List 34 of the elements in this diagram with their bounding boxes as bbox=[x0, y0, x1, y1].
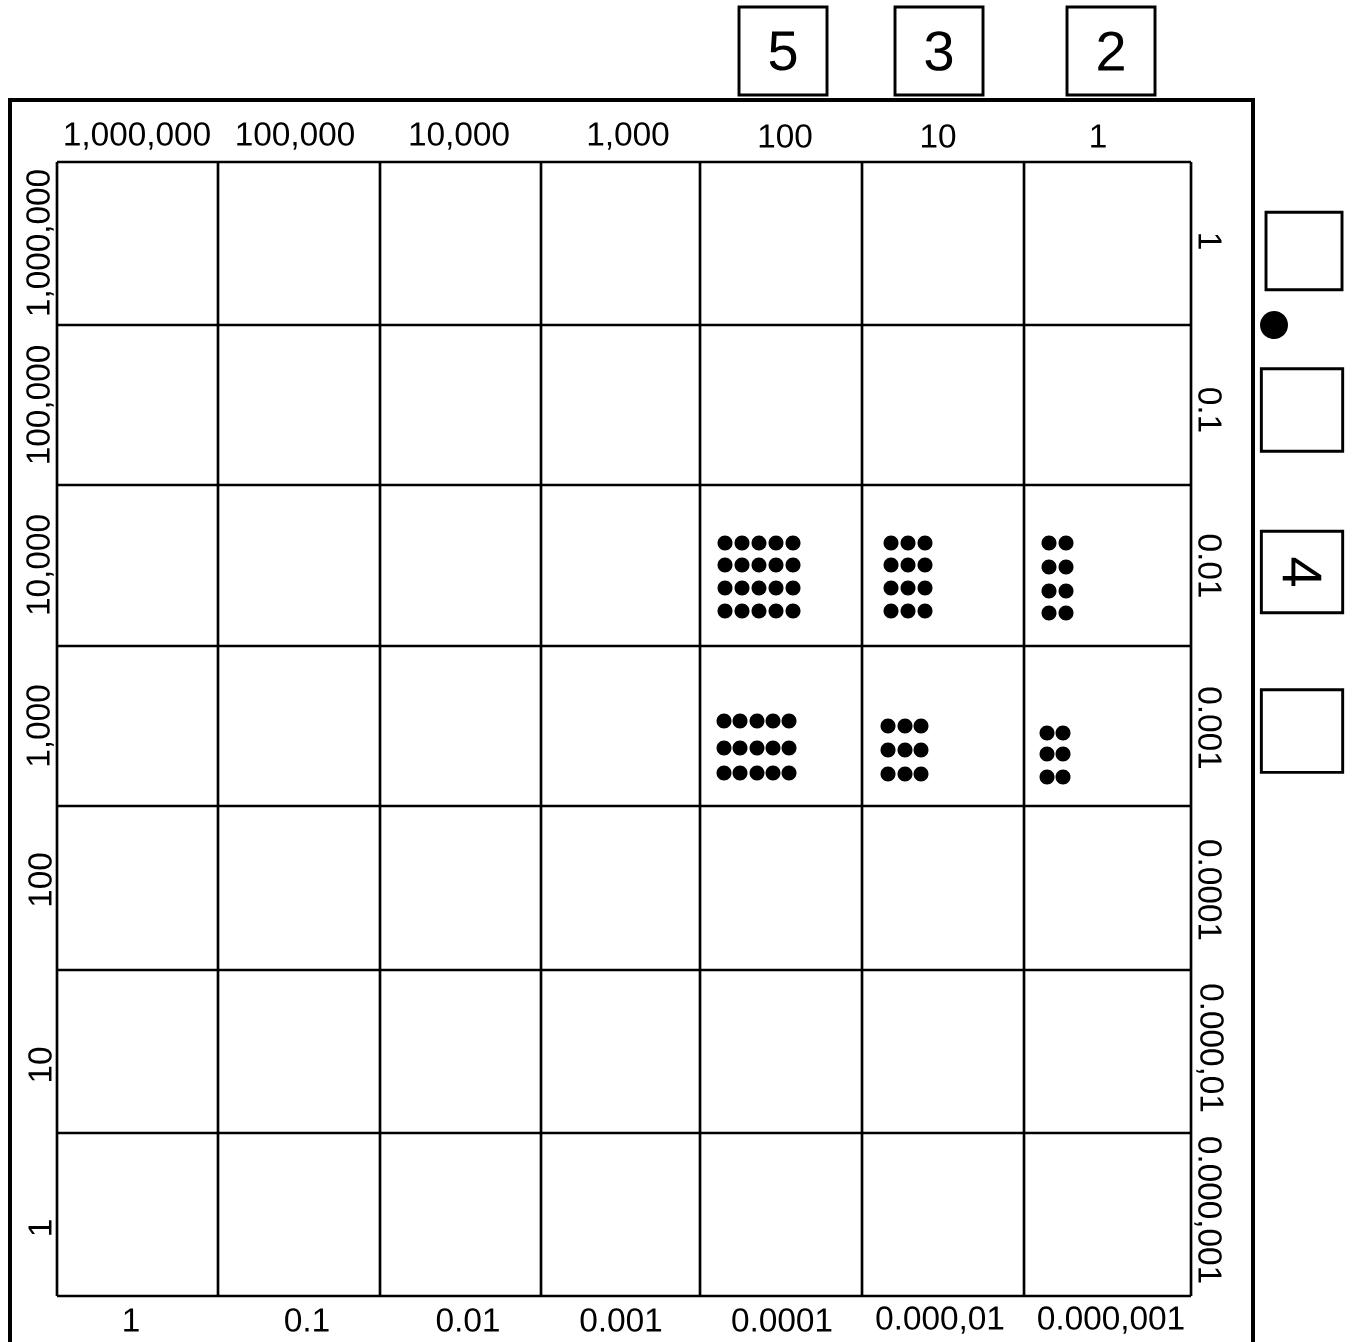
place-value-label: 0.1 bbox=[285, 1308, 329, 1332]
empty-box bbox=[1259, 367, 1345, 453]
place-value-label: 100 bbox=[759, 124, 812, 148]
answer-box: 5 bbox=[737, 5, 829, 97]
place-value-label: 100,000 bbox=[237, 122, 354, 150]
place-value-label: 0.0001 bbox=[1198, 840, 1222, 940]
place-value-label: 10,000 bbox=[26, 515, 54, 614]
place-value-label: 0.001 bbox=[580, 1308, 662, 1332]
place-value-label: 0.000,01 bbox=[876, 1306, 1004, 1334]
place-value-label: 1,000 bbox=[26, 685, 54, 766]
empty-box bbox=[1264, 210, 1344, 292]
place-value-label: 0.000,001 bbox=[1194, 1137, 1222, 1283]
place-value-label: 0.1 bbox=[1198, 388, 1222, 432]
place-value-label: 1 bbox=[1198, 234, 1222, 249]
answer-box: 2 bbox=[1065, 5, 1157, 97]
place-value-label: 1,000,000 bbox=[65, 122, 210, 150]
place-value-label: 1,000,000 bbox=[26, 170, 54, 315]
place-value-label: 1 bbox=[124, 1308, 139, 1332]
place-value-label: 0.01 bbox=[436, 1308, 499, 1332]
place-value-label: 10 bbox=[28, 1047, 52, 1081]
place-value-label: 1 bbox=[28, 1220, 52, 1235]
answer-box: 4 bbox=[1259, 529, 1345, 615]
place-value-label: 0.0001 bbox=[732, 1308, 832, 1332]
answer-box: 3 bbox=[893, 5, 985, 97]
place-value-label: 0.001 bbox=[1198, 687, 1222, 769]
place-value-label: 100 bbox=[28, 853, 52, 906]
place-value-label: 0.01 bbox=[1198, 534, 1222, 597]
place-value-label: 0.000,01 bbox=[1196, 984, 1224, 1112]
place-value-label: 0.000,001 bbox=[1038, 1306, 1184, 1334]
place-value-label: 1,000 bbox=[588, 122, 669, 150]
empty-box bbox=[1259, 688, 1345, 774]
place-value-label: 10,000 bbox=[410, 122, 509, 150]
place-value-label: 10 bbox=[922, 124, 956, 148]
place-value-label: 100,000 bbox=[26, 346, 54, 463]
